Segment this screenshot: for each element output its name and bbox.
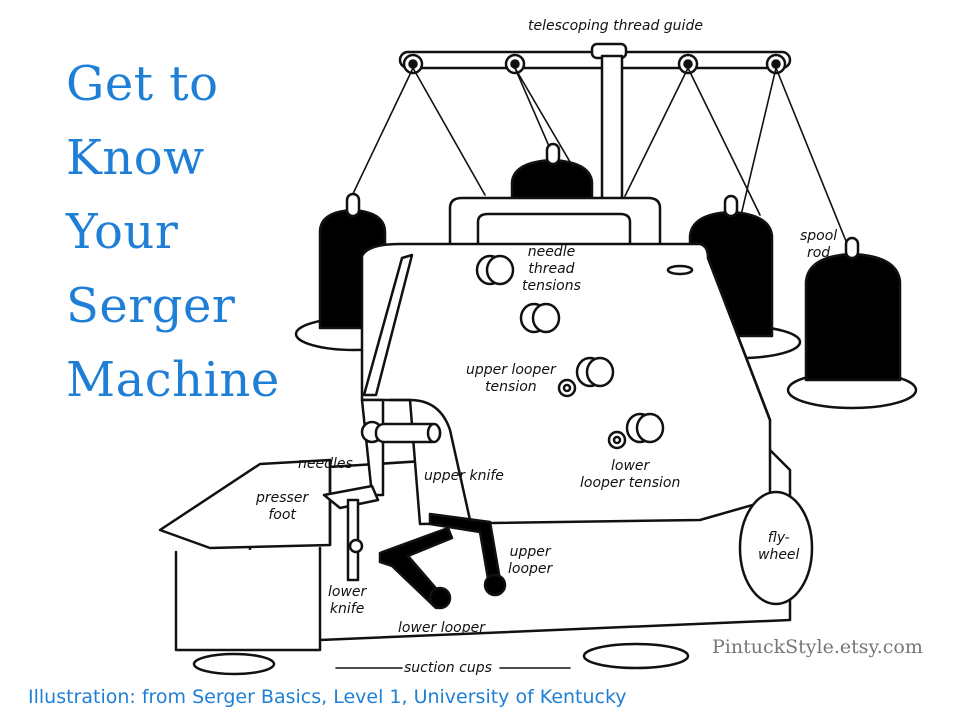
label-lower-looper: lower looper: [398, 620, 486, 636]
title-line-3: Your: [66, 204, 179, 260]
spool-pins: [345, 142, 860, 260]
label-flywheel: fly-wheel: [758, 530, 800, 563]
loopers: [378, 512, 507, 610]
title-line-4: Serger: [66, 278, 236, 334]
label-needles: needles: [298, 456, 353, 472]
thread-guide-group: [398, 42, 792, 208]
title-line-5: Machine: [66, 352, 280, 408]
title-line-2: Know: [66, 130, 205, 186]
label-thread-guide: telescoping thread guide: [528, 18, 703, 34]
illustration-credit: Illustration: from Serger Basics, Level …: [28, 686, 627, 708]
title-line-1: Get to: [66, 56, 219, 112]
tension-dials: [475, 254, 694, 450]
label-suction-cups: suction cups: [404, 660, 492, 676]
watermark: PintuckStyle.etsy.com: [712, 636, 923, 658]
label-upper-knife: upper knife: [424, 468, 504, 484]
